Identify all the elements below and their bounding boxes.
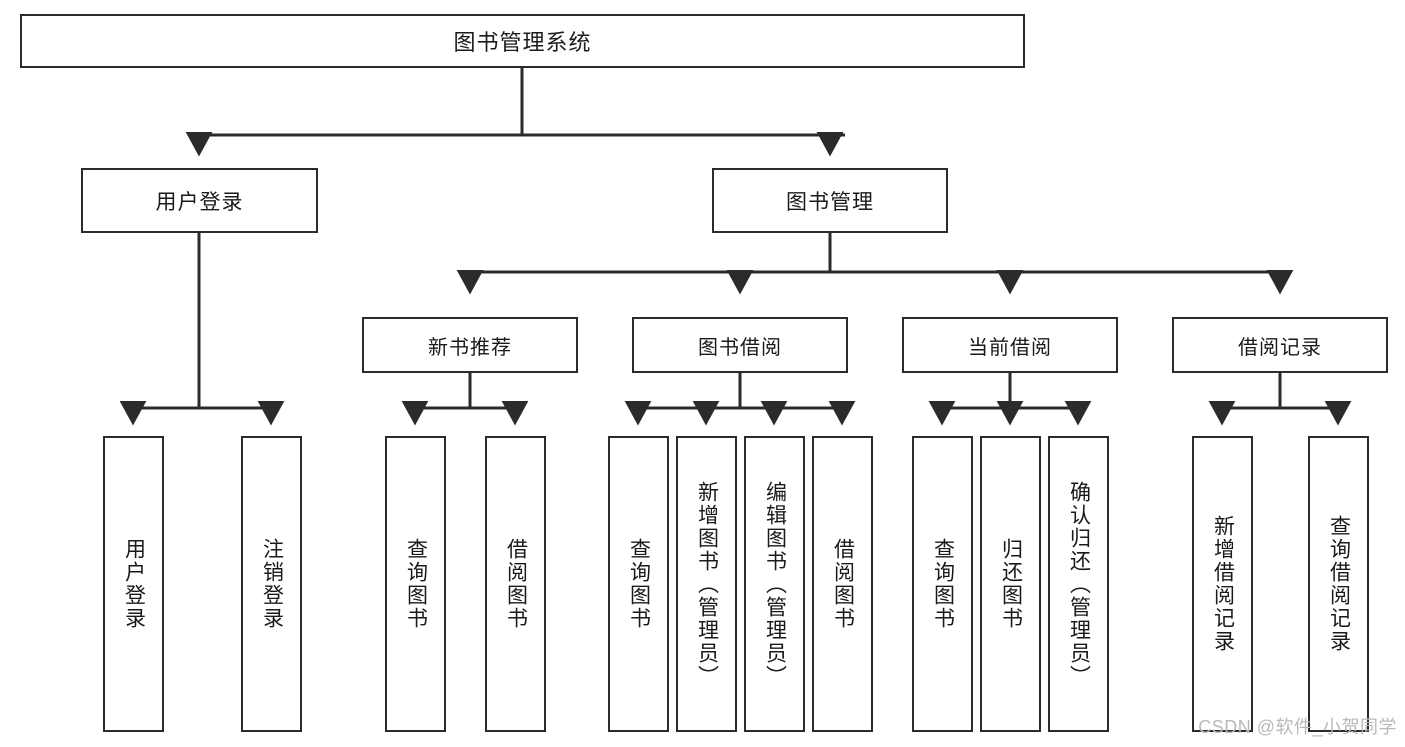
leaf-borrow-book-label: 借阅图书 <box>831 538 855 630</box>
leaf-add-borrow-record[interactable]: 新增借阅记录 <box>1192 436 1253 732</box>
leaf-confirm-return[interactable]: 确认归还（管理员） <box>1048 436 1109 732</box>
leaf-user-login[interactable]: 用户登录 <box>103 436 164 732</box>
leaf-logout-login[interactable]: 注销登录 <box>241 436 302 732</box>
leaf-query-book-recommend[interactable]: 查询图书 <box>385 436 446 732</box>
node-current-borrow-label: 当前借阅 <box>968 336 1052 359</box>
leaf-query-book-borrow[interactable]: 查询图书 <box>608 436 669 732</box>
watermark-text: CSDN @软件_小贺同学 <box>1198 717 1397 737</box>
leaf-borrow-book-recommend[interactable]: 借阅图书 <box>485 436 546 732</box>
node-user-login[interactable]: 用户登录 <box>81 168 318 233</box>
node-user-login-label: 用户登录 <box>155 190 244 214</box>
node-root-book-management-system[interactable]: 图书管理系统 <box>20 14 1025 68</box>
leaf-query-book-current-label: 查询图书 <box>931 538 955 630</box>
leaf-query-book-borrow-label: 查询图书 <box>627 538 651 630</box>
leaf-confirm-return-label: 确认归还（管理员） <box>1067 480 1091 688</box>
leaf-add-book-label: 新增图书（管理员） <box>695 480 719 688</box>
leaf-borrow-book[interactable]: 借阅图书 <box>812 436 873 732</box>
leaf-add-book[interactable]: 新增图书（管理员） <box>676 436 737 732</box>
node-borrow-record[interactable]: 借阅记录 <box>1172 317 1388 373</box>
node-book-management[interactable]: 图书管理 <box>712 168 948 233</box>
leaf-return-book-label: 归还图书 <box>999 538 1023 630</box>
leaf-query-borrow-record[interactable]: 查询借阅记录 <box>1308 436 1369 732</box>
node-new-book-recommend-label: 新书推荐 <box>428 336 512 359</box>
leaf-edit-book-label: 编辑图书（管理员） <box>763 480 787 688</box>
node-book-borrow[interactable]: 图书借阅 <box>632 317 848 373</box>
leaf-user-login-label: 用户登录 <box>122 538 146 630</box>
leaf-borrow-book-recommend-label: 借阅图书 <box>504 538 528 630</box>
leaf-add-borrow-record-label: 新增借阅记录 <box>1211 515 1235 653</box>
leaf-query-borrow-record-label: 查询借阅记录 <box>1327 515 1351 653</box>
leaf-logout-login-label: 注销登录 <box>260 538 284 630</box>
node-book-management-label: 图书管理 <box>786 190 874 214</box>
node-new-book-recommend[interactable]: 新书推荐 <box>362 317 578 373</box>
node-book-borrow-label: 图书借阅 <box>698 336 782 359</box>
node-current-borrow[interactable]: 当前借阅 <box>902 317 1118 373</box>
leaf-edit-book[interactable]: 编辑图书（管理员） <box>744 436 805 732</box>
leaf-query-book-current[interactable]: 查询图书 <box>912 436 973 732</box>
leaf-query-book-recommend-label: 查询图书 <box>404 538 428 630</box>
node-root-label: 图书管理系统 <box>453 30 592 55</box>
leaf-return-book[interactable]: 归还图书 <box>980 436 1041 732</box>
node-borrow-record-label: 借阅记录 <box>1238 336 1322 359</box>
